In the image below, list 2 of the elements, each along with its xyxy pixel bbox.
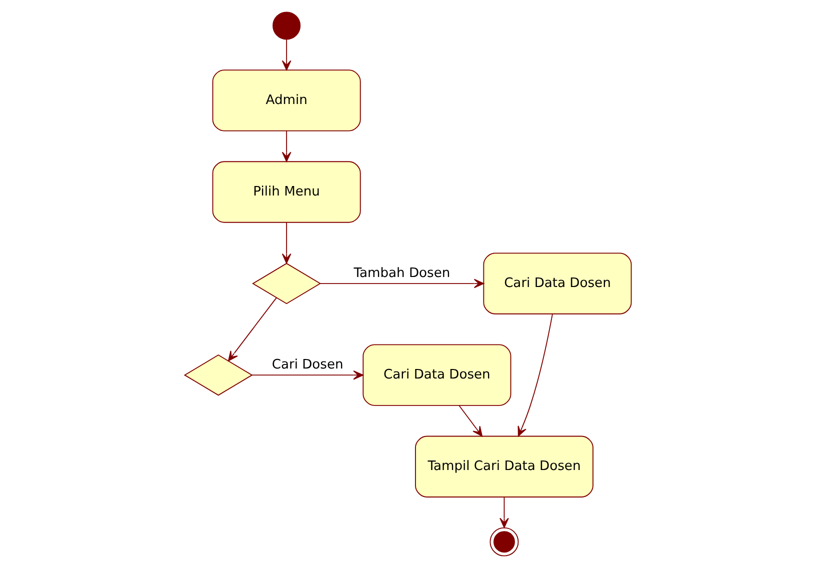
- edge-label: Tambah Dosen: [354, 266, 450, 282]
- edge-label: Cari Dosen: [272, 358, 344, 373]
